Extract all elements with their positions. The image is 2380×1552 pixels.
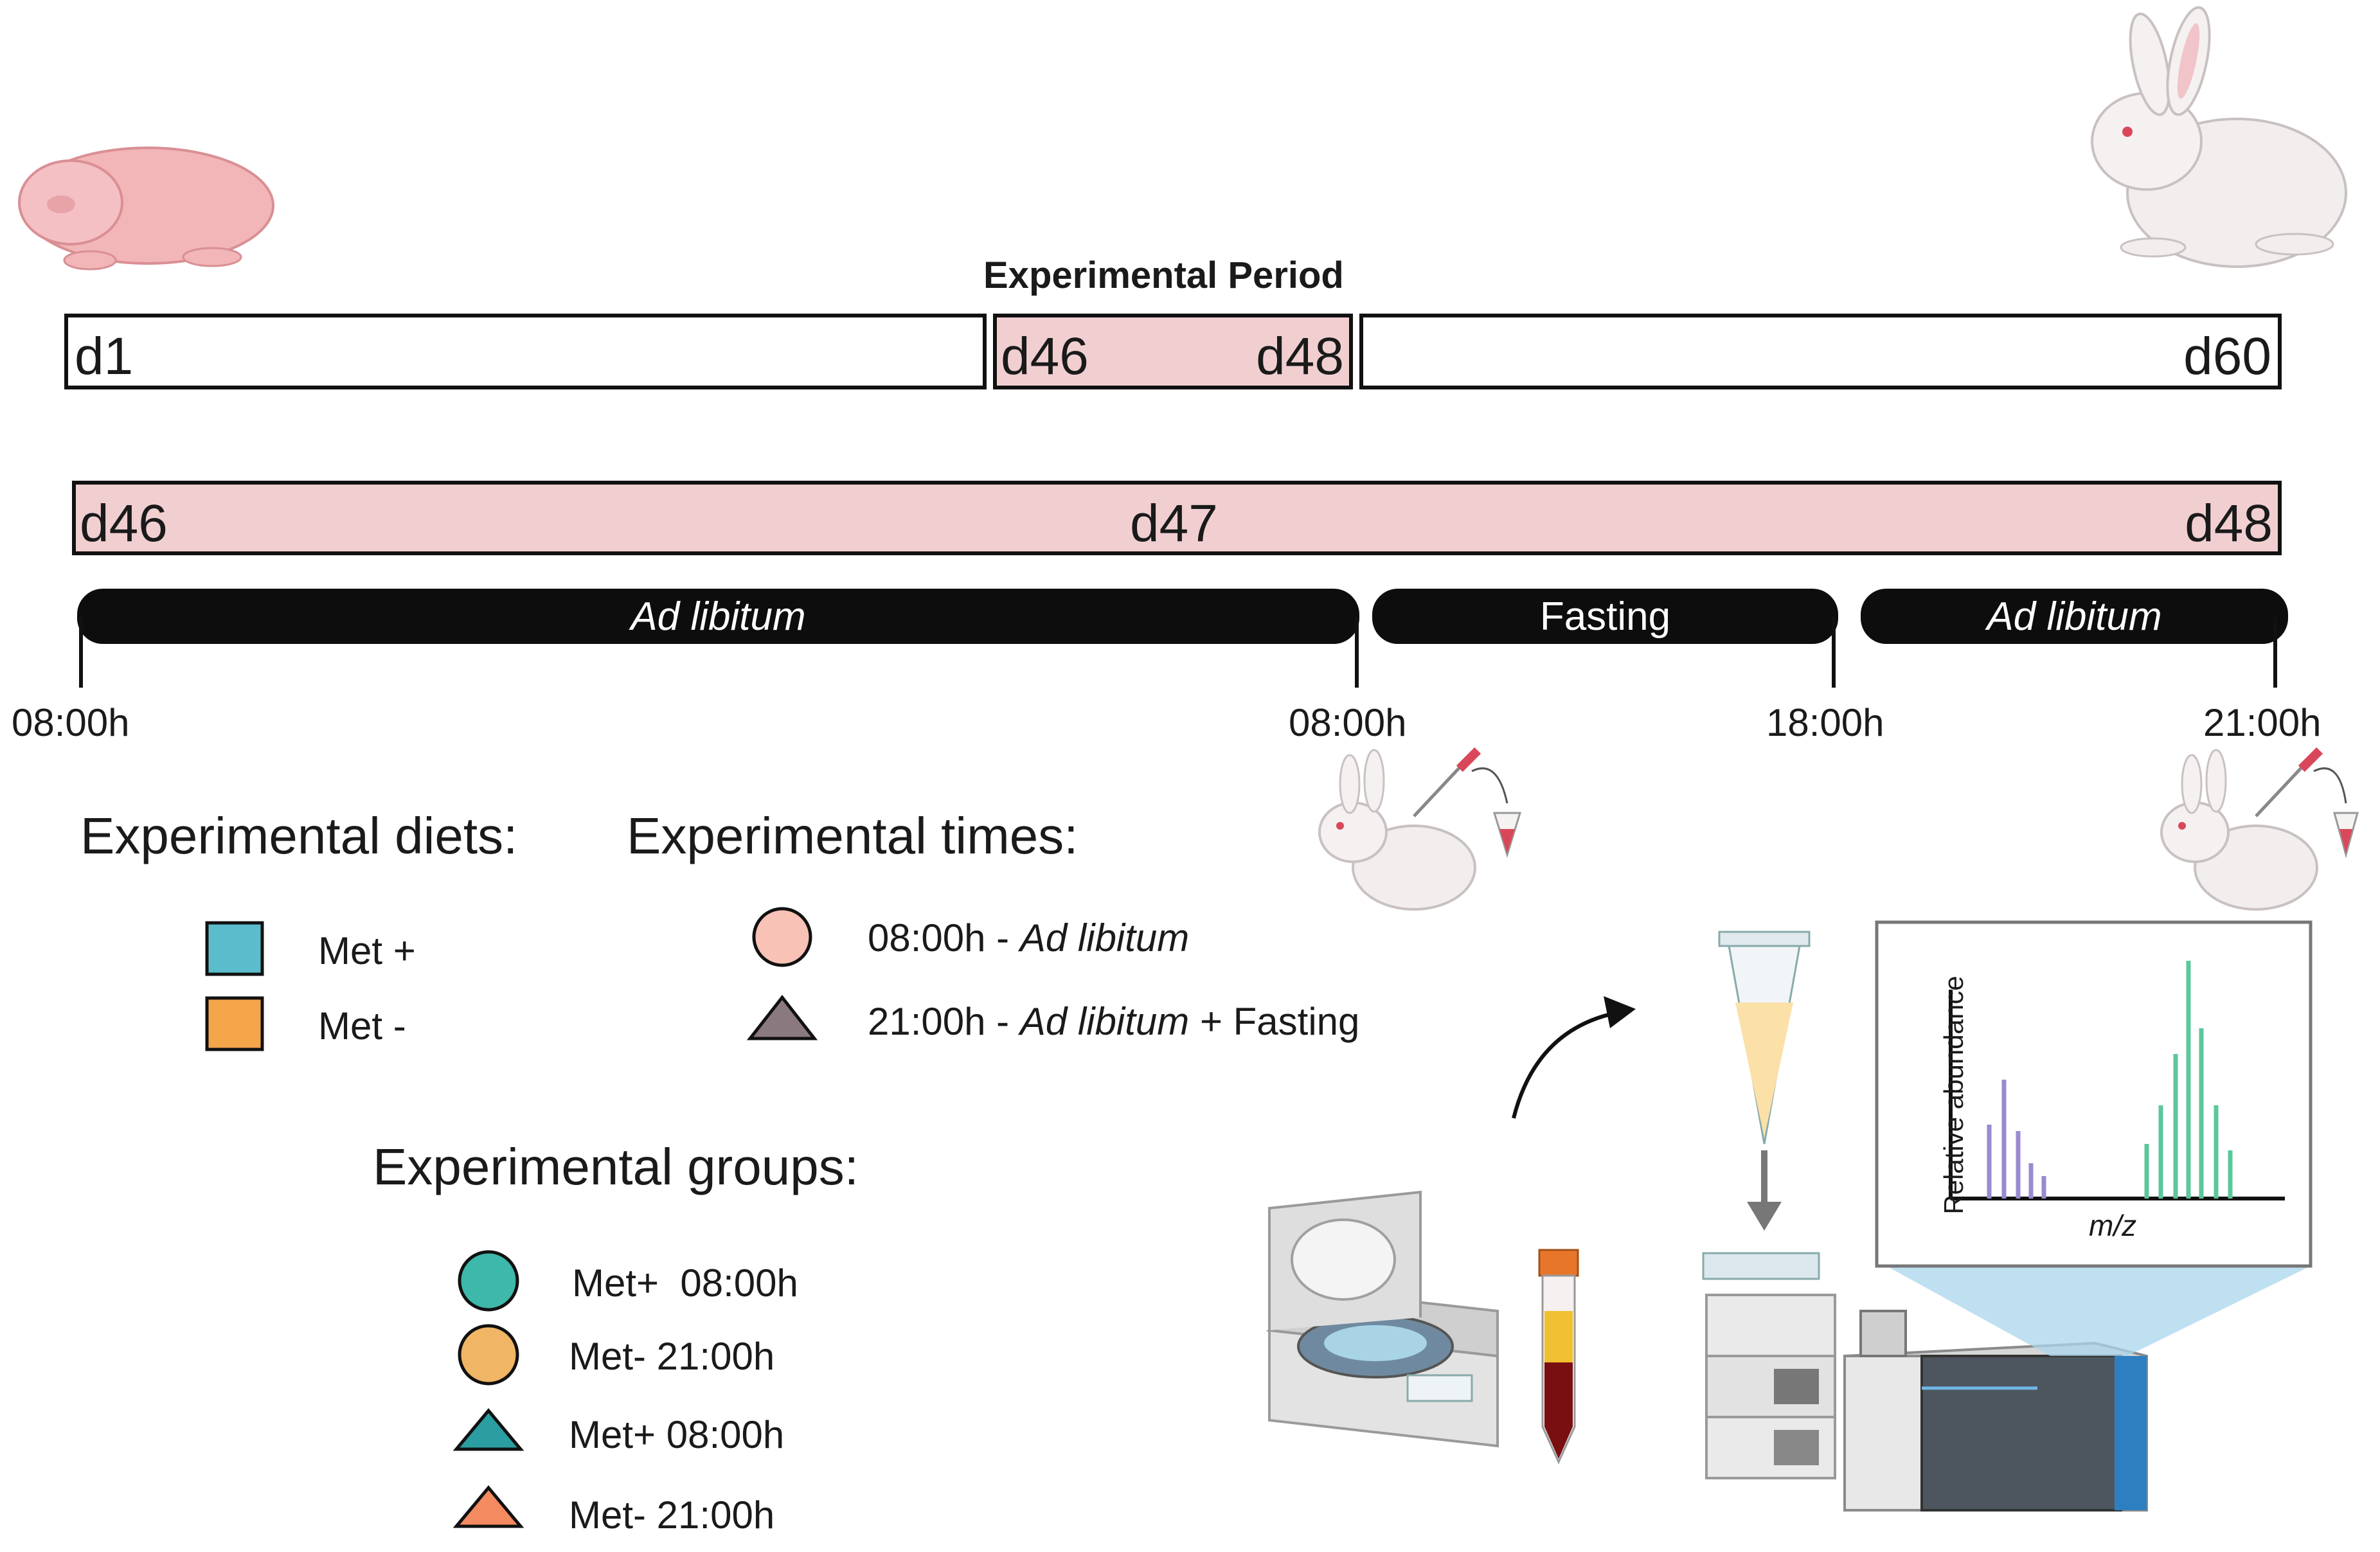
timeline-segment-1: d1: [64, 314, 987, 389]
detail-label-d47: d47: [1130, 494, 1218, 553]
plasma-tube-icon: [1718, 931, 1811, 1231]
detail-label-d48: d48: [2185, 494, 2273, 553]
phase-ad-libitum-1: Ad libitum: [77, 589, 1359, 644]
legend-triangle-2100: [746, 994, 818, 1040]
blood-tube-icon: [1538, 1249, 1579, 1465]
ms-plot-xlabel: m/z: [2089, 1209, 2137, 1242]
time-legend-2100-italic: Ad libitum: [1019, 1000, 1190, 1043]
times-heading: Experimental times:: [627, 807, 1078, 864]
diet-label-met-minus: Met -: [318, 1004, 406, 1048]
group-label-4: Met- 21:00h: [569, 1494, 775, 1537]
group-label-2: Met- 21:00h: [569, 1335, 775, 1378]
group-circle-met-minus-2100: [458, 1324, 519, 1386]
legend-square-met-plus: [205, 921, 264, 976]
time-legend-0800-italic: Ad libitum: [1019, 916, 1190, 959]
diet-label-met-plus: Met +: [318, 929, 416, 972]
time-label-2100: 21:00h: [2203, 701, 2322, 744]
centrifuge-icon: [1266, 1190, 1499, 1448]
adult-rabbit-icon: [2091, 6, 2347, 268]
tick-1800: [1832, 617, 1836, 688]
timeline-label-d48: d48: [1256, 327, 1344, 386]
time-label-1800: 18:00h: [1766, 701, 1884, 744]
ms-peaks-purple: [1987, 1080, 2046, 1199]
timeline-label-d60: d60: [2183, 327, 2271, 386]
group-triangle-met-minus-2100: [452, 1485, 524, 1528]
period-title: Experimental Period: [983, 254, 1344, 296]
projection-cone: [1886, 1266, 2311, 1356]
lc-instrument-icon: [1702, 1252, 1836, 1479]
legend-circle-0800: [752, 907, 812, 967]
diets-heading: Experimental diets:: [80, 807, 518, 864]
group-triangle-met-plus-0800: [452, 1408, 524, 1451]
tick-0800-start: [79, 617, 83, 688]
time-legend-0800: 08:00h - Ad libitum: [868, 916, 1189, 960]
time-label-0800-start: 08:00h: [12, 701, 130, 744]
legend-square-met-minus: [205, 996, 264, 1051]
blood-sampling-rabbit-icon: [1318, 747, 1522, 911]
timeline-segment-experimental: d46 d48: [993, 314, 1353, 389]
time-legend-2100-prefix: 21:00h -: [868, 1000, 1020, 1043]
group-circle-met-plus-0800: [458, 1250, 519, 1312]
phase-fasting: Fasting: [1372, 589, 1838, 644]
tick-2100: [2273, 617, 2277, 688]
groups-heading: Experimental groups:: [373, 1138, 859, 1195]
detail-timeline: d46 d47 d48: [72, 481, 2282, 555]
newborn-rabbit-icon: [18, 147, 274, 271]
time-legend-0800-prefix: 08:00h -: [868, 916, 1020, 959]
process-arrow-icon: [1512, 996, 1636, 1119]
timeline-segment-3: d60: [1359, 314, 2282, 389]
blood-sampling-rabbit-icon: [2160, 747, 2359, 911]
phase-ad-libitum-2: Ad libitum: [1861, 589, 2288, 644]
time-legend-2100-suffix: + Fasting: [1189, 1000, 1360, 1043]
group-label-3: Met+ 08:00h: [569, 1413, 785, 1456]
ms-peaks-green: [2144, 961, 2233, 1199]
time-label-0800-next: 08:00h: [1289, 701, 1407, 744]
time-legend-2100: 21:00h - Ad libitum + Fasting: [868, 999, 1359, 1044]
detail-label-d46: d46: [80, 494, 168, 553]
timeline-label-d1: d1: [75, 327, 134, 386]
mass-spectrometer-icon: [1843, 1310, 2148, 1512]
tick-0800-next: [1355, 617, 1359, 688]
ms-plot-ylabel: Relative abundance: [1938, 976, 1969, 1215]
group-label-1: Met+ 08:00h: [572, 1262, 798, 1305]
timeline-label-d46: d46: [1001, 327, 1089, 386]
ms-plot-panel: [1875, 920, 2313, 1268]
